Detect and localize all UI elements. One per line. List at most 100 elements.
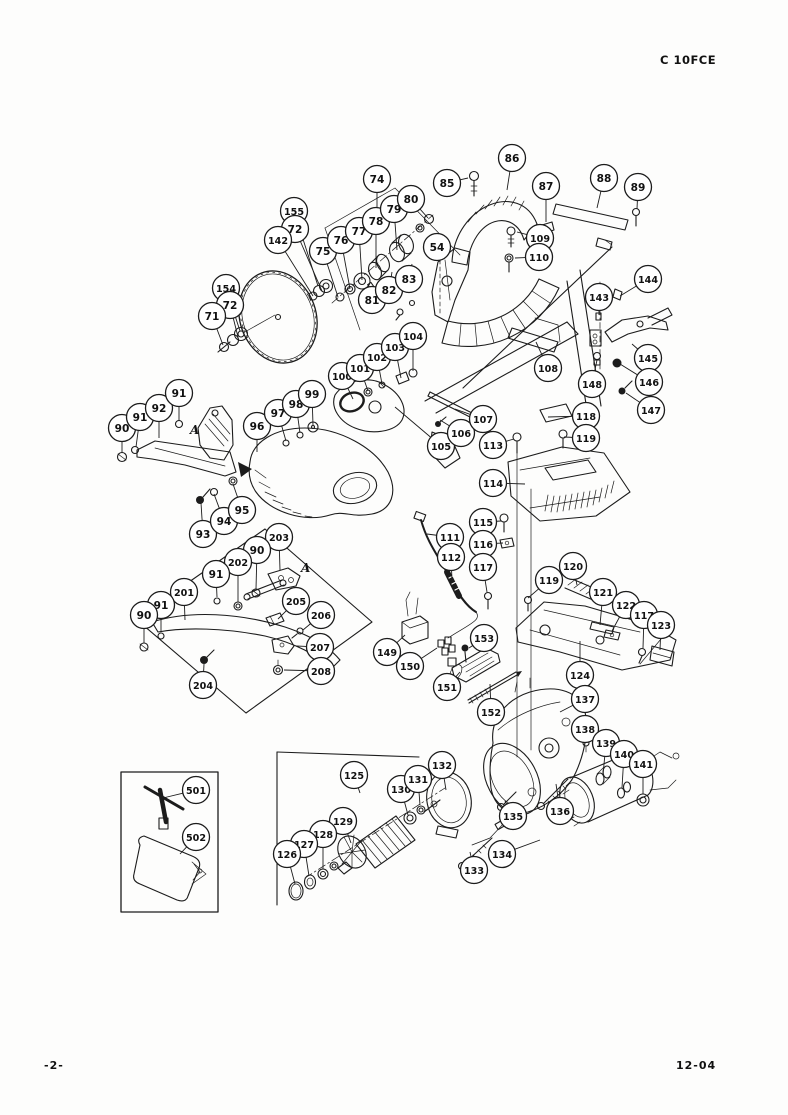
part-balloon-132: 132: [427, 750, 457, 791]
part-balloon-92: 92: [144, 393, 174, 438]
balloon-number: 207: [310, 643, 330, 654]
part-balloon-90: 90: [129, 600, 159, 643]
balloon-number: 146: [639, 378, 659, 389]
balloon-number: 149: [377, 648, 397, 659]
balloon-number: 135: [503, 812, 523, 823]
balloon-number: 106: [451, 429, 471, 440]
balloon-number: 124: [570, 671, 590, 682]
part-balloon-113: 113: [478, 430, 515, 460]
balloon-number: 138: [575, 725, 595, 736]
part-balloon-125: 125: [339, 760, 369, 794]
balloon-number: 104: [403, 332, 423, 343]
part-balloon-150: 150: [395, 647, 438, 681]
part-balloon-120: 120: [558, 551, 588, 586]
balloon-number: 72: [223, 300, 238, 312]
balloon-number: 85: [440, 178, 455, 190]
balloon-number: 81: [365, 295, 380, 307]
balloon-number: 133: [464, 866, 484, 877]
balloon-number: 143: [589, 293, 609, 304]
part-balloon-137: 137: [559, 684, 600, 714]
arbor-bolt-set: [217, 278, 334, 353]
upper-guard-fan: [441, 278, 560, 347]
part-balloon-138: 138: [570, 714, 600, 744]
balloon-number: 144: [638, 275, 658, 286]
balloon-number: 100: [332, 372, 352, 383]
part-balloon-87: 87: [531, 171, 561, 222]
balloon-number: 152: [481, 708, 501, 719]
balloon-number: 139: [596, 739, 616, 750]
part-balloon-96: 96: [242, 411, 272, 452]
part-balloon-123: 123: [646, 610, 676, 651]
part-balloon-110: 110: [514, 242, 554, 272]
balloon-number: 202: [228, 558, 248, 569]
part-balloon-104: 104: [398, 321, 428, 371]
part-balloon-202: 202: [223, 547, 253, 602]
part-balloon-201: 201: [169, 577, 199, 621]
balloon-number: 151: [437, 683, 457, 694]
balloon-number: 107: [473, 415, 493, 426]
balloon-number: 88: [597, 173, 612, 185]
hinge-screws: [504, 226, 516, 273]
part-balloon-99: 99: [297, 379, 327, 426]
balloon-number: 110: [529, 253, 549, 264]
balloon-number: 96: [250, 421, 265, 433]
part-balloon-501: 501: [162, 775, 211, 805]
part-balloon-124: 124: [565, 641, 595, 690]
balloon-number: 115: [473, 518, 493, 529]
balloon-number: 91: [133, 412, 148, 424]
balloon-number: 501: [186, 786, 206, 797]
gear-cover: [333, 368, 418, 433]
balloon-number: 112: [441, 553, 461, 564]
balloon-number: 154: [216, 284, 236, 295]
part-balloon-147: 147: [625, 392, 666, 425]
part-balloon-117: 117: [468, 552, 498, 593]
part-balloon-90: 90: [107, 413, 137, 453]
balloon-number: 205: [286, 597, 306, 608]
balloon-number: 119: [576, 434, 596, 445]
balloon-number: 206: [311, 611, 331, 622]
balloon-number: 99: [305, 389, 320, 401]
part-balloon-126: 126: [272, 839, 302, 885]
balloon-number: 116: [473, 540, 493, 551]
balloon-number: 208: [311, 667, 331, 678]
part-balloon-86: 86: [497, 143, 527, 191]
balloon-number: 102: [367, 353, 387, 364]
part-balloon-106: 106: [439, 418, 476, 448]
balloon-number: 129: [333, 817, 353, 828]
part-balloon-119: 119: [527, 565, 564, 599]
balloon-number: 142: [268, 236, 288, 247]
balloon-number: 92: [152, 403, 167, 415]
balloon-number: 91: [154, 600, 169, 612]
part-balloon-142: 142: [263, 225, 314, 297]
balloon-number: 83: [402, 274, 417, 286]
balloon-number: 502: [186, 833, 206, 844]
balloon-number: 155: [284, 207, 304, 218]
section-reference-label: A: [300, 561, 310, 575]
part-balloon-85: 85: [432, 168, 469, 198]
balloon-number: 123: [651, 621, 671, 632]
balloon-number: 87: [539, 181, 554, 193]
balloon-number: 117: [634, 611, 654, 622]
part-balloon-206: 206: [302, 600, 336, 631]
armature-group: [276, 751, 493, 906]
balloon-number: 128: [313, 830, 333, 841]
balloon-number: 125: [344, 771, 364, 782]
lower-guard: [248, 421, 394, 519]
model-number: C 10FCE: [660, 53, 717, 67]
gear-train: [331, 213, 435, 321]
balloon-number: 148: [582, 380, 602, 391]
balloon-number: 204: [193, 681, 213, 692]
part-balloon-207: 207: [295, 632, 335, 662]
part-balloon-83: 83: [394, 263, 424, 294]
balloon-number: 80: [404, 194, 419, 206]
part-balloon-88: 88: [589, 163, 619, 209]
balloon-number: 141: [633, 760, 653, 771]
part-balloon-91: 91: [201, 559, 231, 598]
part-balloon-204: 204: [188, 663, 218, 700]
part-balloon-119: 119: [563, 423, 601, 453]
page-number: -2-: [44, 1059, 64, 1072]
part-balloon-502: 502: [179, 822, 211, 855]
balloon-number: 137: [575, 695, 595, 706]
balloon-number: 127: [294, 840, 314, 851]
part-balloon-118: 118: [547, 401, 601, 431]
